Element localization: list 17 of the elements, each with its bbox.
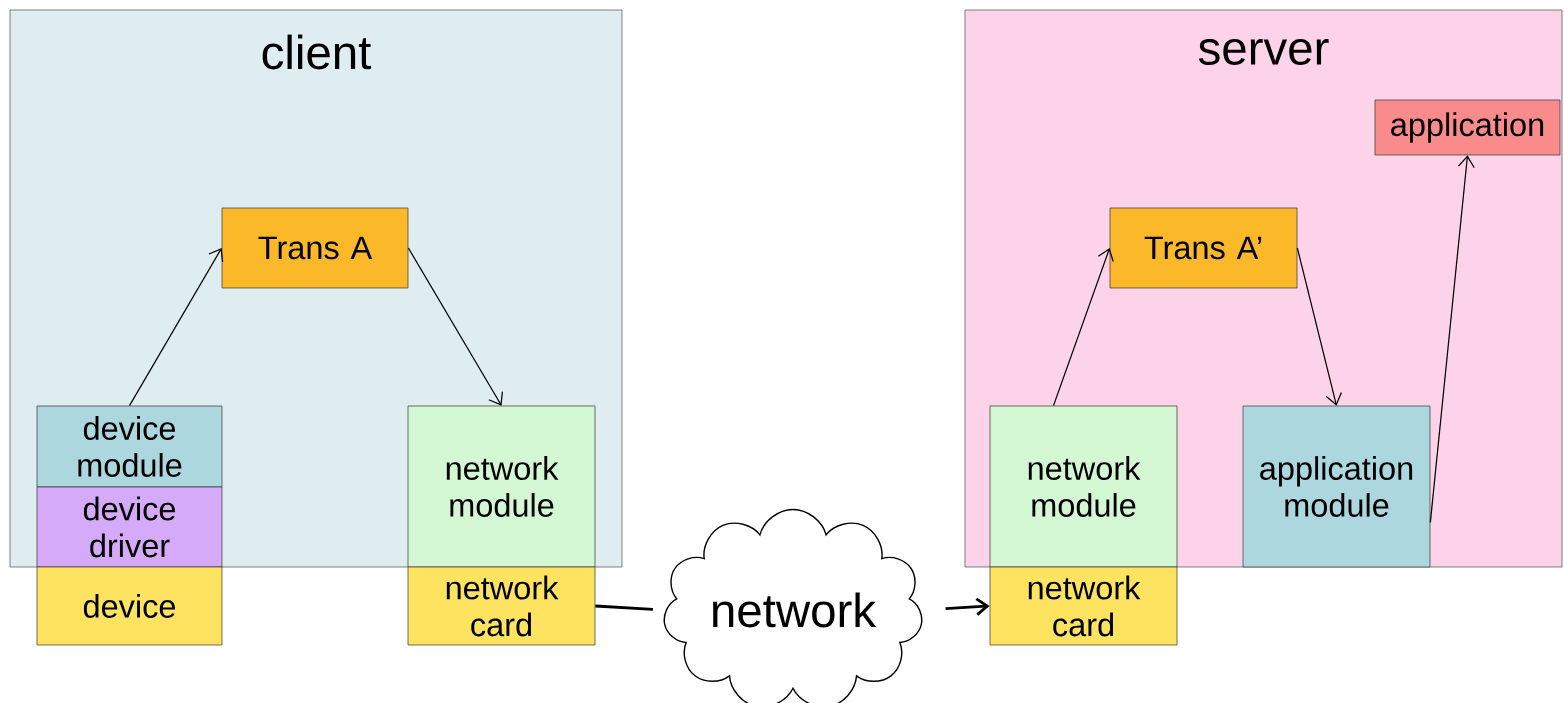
arrow xyxy=(1429,155,1475,523)
network-cloud: network xyxy=(663,508,923,703)
arrow xyxy=(128,248,224,407)
arrow xyxy=(407,247,504,406)
driver-box: device driver xyxy=(36,486,223,568)
module-box: application module xyxy=(1242,405,1431,568)
arrow xyxy=(945,597,990,616)
hardware-box: network card xyxy=(989,566,1178,646)
arrow xyxy=(1296,247,1342,406)
arrow xyxy=(1052,248,1114,407)
module-box: network module xyxy=(407,405,596,568)
process-box: Trans A xyxy=(221,207,409,289)
hardware-box: device xyxy=(36,566,223,646)
hardware-box: network card xyxy=(407,566,596,646)
module-box: network module xyxy=(989,405,1178,568)
process-box: Trans A’ xyxy=(1109,207,1298,289)
application-box: application xyxy=(1374,99,1561,156)
